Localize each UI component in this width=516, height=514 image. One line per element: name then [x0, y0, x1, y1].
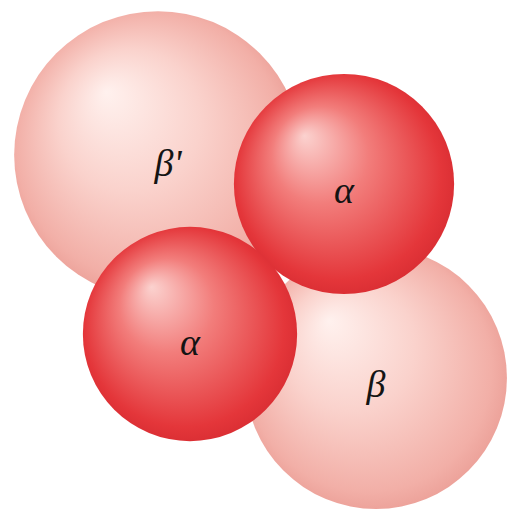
subunit-label: α — [180, 320, 200, 364]
subunit-label: β' — [154, 141, 181, 185]
alpha-subunit: α — [82, 226, 298, 442]
subunit-label: α — [334, 168, 354, 212]
subunit-label: β — [367, 362, 386, 406]
